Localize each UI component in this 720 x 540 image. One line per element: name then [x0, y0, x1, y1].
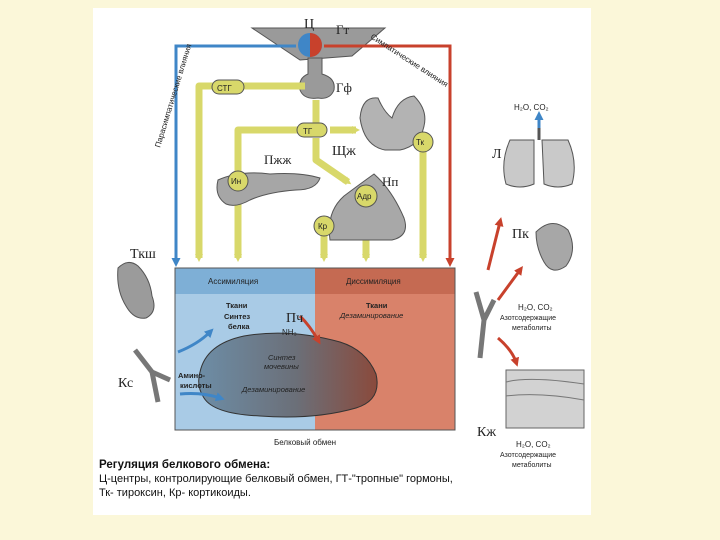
label-tk: Тк [416, 138, 425, 147]
assimilation-header [175, 268, 315, 294]
tissue-mass [117, 262, 155, 319]
label-pch: Пч [286, 311, 303, 326]
arrow-synthesis [177, 328, 214, 354]
label-kzh: Кж [477, 425, 496, 440]
caption-title: Регуляция белкового обмена: [99, 459, 271, 471]
arrow-amino [179, 392, 225, 402]
sympathetic-label: Симпатические влияния [369, 32, 450, 89]
label-c: Ц [304, 17, 314, 32]
lungs-output: H₂O, CO₂ [514, 103, 549, 112]
panel-border [174, 267, 456, 431]
label-gt: Гт [336, 22, 350, 37]
center-circle-red [310, 33, 322, 57]
label-pk: Пк [512, 227, 529, 242]
label-gf: Гф [336, 80, 352, 95]
assimilation-label: Ассимиляция [208, 277, 258, 286]
label-kr: Кр [318, 222, 328, 231]
tg-pill [296, 122, 328, 138]
kidney-output-2: Азотсодержащие [500, 315, 556, 322]
thyroid-gland [359, 95, 426, 151]
arrow-to-kidney [496, 265, 523, 301]
stg-path [195, 82, 305, 262]
synthesis-1: Синтез [224, 312, 250, 321]
vessel-right [473, 291, 497, 359]
parasympathetic-label: Парасимпатические влияния [153, 43, 193, 149]
urea-1: Синтез [268, 353, 296, 362]
arrow-to-lungs [486, 217, 504, 271]
kr-pill [313, 215, 335, 237]
sympathetic-path [324, 44, 455, 267]
adr-pill [354, 184, 378, 208]
kidney [535, 223, 573, 271]
amino-1: Амино- [178, 371, 206, 380]
dissimilation-header [315, 268, 455, 294]
tissues-right: Ткани [366, 301, 388, 310]
arrow-to-skin [497, 336, 520, 367]
in-pill [227, 170, 249, 192]
arrow-deamination [298, 314, 321, 345]
label-stg: СТГ [217, 84, 232, 93]
tg-to-pancreas-path [234, 126, 300, 262]
label-l: Л [492, 147, 502, 162]
deamination-center: Дезаминирование [241, 385, 305, 394]
protein-exchange: Белковый обмен [274, 438, 336, 447]
kidney-output-3: метаболиты [512, 324, 551, 332]
label-in: Ин [231, 177, 241, 186]
skin-output-2: Азотсодержащие [500, 452, 556, 459]
parasympathetic-path [171, 44, 296, 267]
dissimilation-label: Диссимиляция [346, 277, 401, 286]
label-pzh: Пжж [264, 152, 292, 167]
tk-pill [412, 131, 434, 153]
tissues-left: Ткани [226, 301, 248, 310]
liver [198, 332, 378, 418]
caption-line2: Тк- тироксин, Кр- кортикоиды. [99, 487, 251, 499]
nh3: NH₃ [282, 328, 297, 337]
label-adr: Адр [357, 192, 372, 201]
caption-line1: Ц-центры, контролирующие белковый обмен,… [99, 473, 453, 485]
stg-pill [211, 79, 245, 95]
kidney-output-1: H₂O, CO₂ [518, 303, 553, 312]
skin-output-1: H₂O, CO₂ [516, 440, 551, 449]
vessel-left [133, 348, 172, 403]
urea-2: мочевины [264, 362, 299, 371]
caption: Регуляция белкового обмена: Ц-центры, ко… [93, 458, 597, 500]
label-shzh: Щж [332, 144, 356, 159]
deamination-right: Дезаминирование [339, 311, 403, 320]
tg-to-adrenal-path [312, 138, 352, 185]
label-tksh: Ткш [130, 247, 156, 262]
label-np: Нп [382, 174, 398, 189]
label-tg: ТГ [303, 127, 313, 136]
label-ks: Кс [118, 376, 133, 391]
amino-2: кислоты [180, 381, 212, 390]
synthesis-2: белка [228, 322, 250, 331]
lungs [503, 139, 575, 188]
skin-output-3: метаболиты [512, 461, 551, 469]
